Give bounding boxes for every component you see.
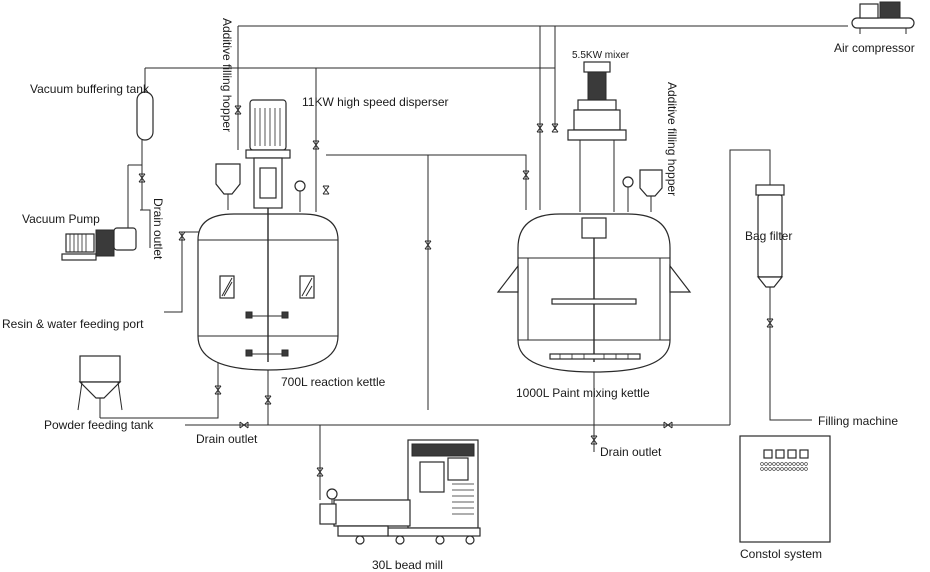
paint-mixing-kettle-1000l xyxy=(496,61,692,373)
disperser-label: 11KW high speed disperser xyxy=(302,95,449,109)
valves xyxy=(138,105,774,477)
indicator-dot xyxy=(792,462,796,466)
indicator-dot xyxy=(784,462,788,466)
indicator-dot xyxy=(788,462,792,466)
additive-hopper-left-label: Additive filling hopper xyxy=(220,18,234,132)
control-system-cabinet xyxy=(739,435,831,543)
indicator-dot xyxy=(796,467,800,471)
air-compressor-label: Air compressor xyxy=(834,41,915,55)
filling-machine-label: Filling machine xyxy=(818,414,898,428)
indicator-dot xyxy=(796,462,800,466)
reaction-kettle-700l xyxy=(197,99,339,371)
indicator-dot xyxy=(792,467,796,471)
indicator-dot xyxy=(772,462,776,466)
bag-filter-label: Bag filter xyxy=(745,229,792,243)
vacuum-pump-label: Vacuum Pump xyxy=(22,212,100,226)
additive-hopper-right-label: Additive filling hopper xyxy=(665,82,679,196)
bag-filter xyxy=(755,184,785,288)
powder-feeding-tank-label: Powder feeding tank xyxy=(44,418,154,432)
indicator-dot xyxy=(800,462,804,466)
vacuum-buffering-tank-label: Vacuum buffering tank xyxy=(30,82,150,96)
piping xyxy=(100,25,848,500)
vacuum-buffering-tank xyxy=(136,91,154,141)
bead-mill-30l xyxy=(319,439,481,545)
drain-outlet-left-label: Drain outlet xyxy=(196,432,258,446)
indicator-dot xyxy=(772,467,776,471)
resin-feeding-port-label: Resin & water feeding port xyxy=(2,317,144,331)
indicator-dot xyxy=(760,462,764,466)
indicator-dot xyxy=(764,467,768,471)
vacuum-pump xyxy=(61,227,137,261)
indicator-dot xyxy=(804,462,808,466)
indicator-dot xyxy=(784,467,788,471)
paint-mixing-kettle-label: 1000L Paint mixing kettle xyxy=(516,386,650,400)
indicator-dot xyxy=(788,467,792,471)
indicator-dot xyxy=(800,467,804,471)
control-system-label: Constol system xyxy=(740,547,822,561)
labels: Air compressor Vacuum buffering tank Add… xyxy=(2,18,915,572)
powder-feeding-tank xyxy=(77,355,123,418)
indicator-dot xyxy=(768,467,772,471)
bead-mill-label: 30L bead mill xyxy=(372,558,443,572)
indicator-dot xyxy=(780,467,784,471)
reaction-kettle-label: 700L reaction kettle xyxy=(281,375,386,389)
indicator-dot xyxy=(768,462,772,466)
indicator-dot xyxy=(776,467,780,471)
indicator-dot xyxy=(776,462,780,466)
indicator-dot xyxy=(760,467,764,471)
drain-outlet-right-label: Drain outlet xyxy=(600,445,662,459)
drain-outlet-vertical-label: Drain outlet xyxy=(151,198,165,260)
indicator-dot xyxy=(764,462,768,466)
air-compressor xyxy=(851,1,915,34)
indicator-dot xyxy=(804,467,808,471)
mixer-label: 5.5KW mixer xyxy=(572,50,630,61)
indicator-dot xyxy=(780,462,784,466)
